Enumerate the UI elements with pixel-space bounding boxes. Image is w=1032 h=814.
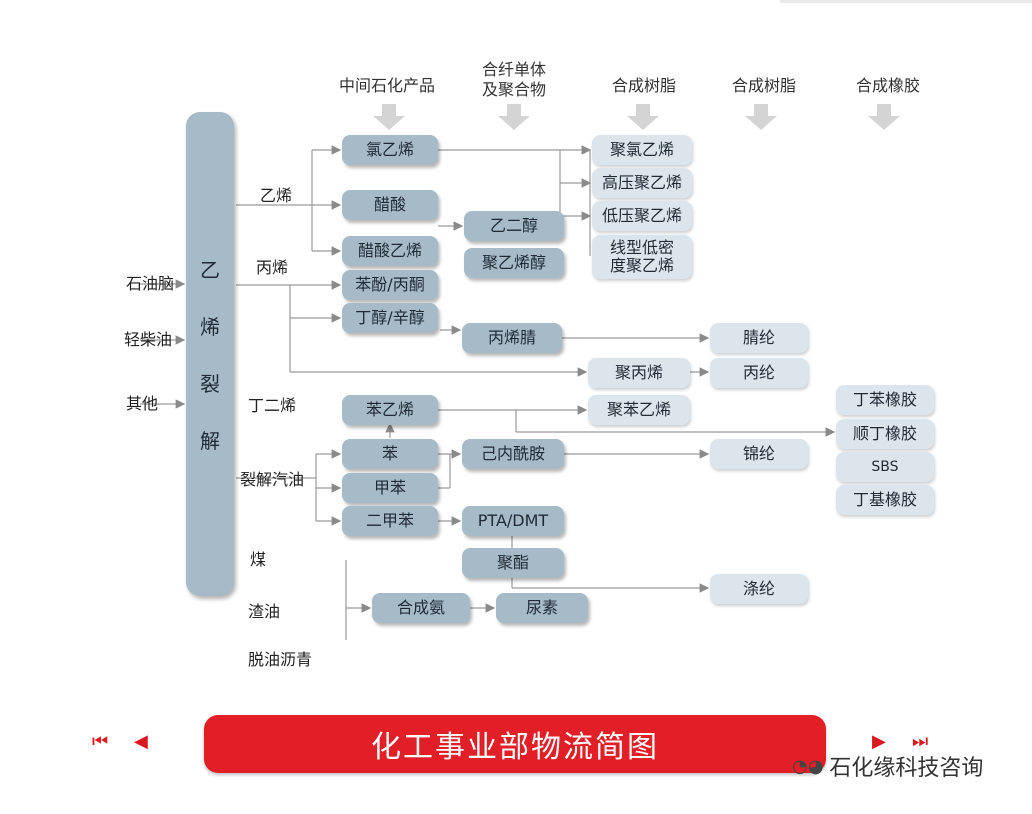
feed-light-diesel: 轻柴油 [124,330,173,349]
stream-coal: 煤 [250,550,267,569]
down-arrow-icon [745,104,777,130]
node-butanol-octanol: 丁醇/辛醇 [342,303,438,333]
column-header-resins-2: 合成树脂 [731,76,796,95]
node-toluene: 甲苯 [342,473,438,503]
feed-other: 其他 [126,394,159,413]
node-nylon: 锦纶 [710,439,808,469]
stream-residue: 渣油 [248,602,281,621]
stream-propylene: 丙烯 [256,258,289,277]
feed-naphtha: 石油脑 [126,274,175,293]
last-page-button[interactable]: ⏭ [912,731,929,752]
top-divider [780,0,1032,3]
node-acrylic-fiber: 腈纶 [710,323,808,353]
node-acrylonitrile: 丙烯腈 [462,323,562,353]
node-xylene: 二甲苯 [342,506,438,536]
node-hdpe: 低压聚乙烯 [592,201,692,231]
node-br: 顺丁橡胶 [836,419,934,449]
node-acetic-acid: 醋酸 [342,190,438,220]
node-sbs: SBS [836,452,934,482]
node-pp-fiber: 丙纶 [710,358,808,388]
node-styrene: 苯乙烯 [342,395,438,425]
column-header-resins: 合成树脂 [611,76,676,95]
node-polyester-fiber: 涤纶 [710,574,808,604]
watermark: ◔◕ 石化缘科技咨询 [792,750,983,782]
page-title-banner: 化工事业部物流简图 [204,715,826,773]
column-header-rubber: 合成橡胶 [855,76,920,95]
column-header-fiber-monomers: 合纤单体 及聚合物 [481,60,546,99]
next-page-button[interactable]: ▶ [872,731,886,752]
node-pvc: 聚氯乙烯 [592,135,692,165]
node-phenol-acetone: 苯酚/丙酮 [342,270,438,300]
node-benzene: 苯 [342,439,438,469]
node-vinyl-chloride: 氯乙烯 [342,135,438,165]
watermark-text: 石化缘科技咨询 [829,756,984,781]
node-caprolactam: 己内酰胺 [462,439,564,469]
stream-asphalt: 脱油沥青 [248,650,313,669]
down-arrow-icon [627,104,659,130]
node-urea: 尿素 [496,593,588,623]
node-polyester: 聚酯 [462,548,564,578]
stream-ethylene: 乙烯 [260,186,293,205]
node-pta-dmt: PTA/DMT [462,506,564,536]
stream-cracked-gasoline: 裂解汽油 [240,470,305,489]
node-syngas: 合成氨 [372,593,470,623]
down-arrow-icon [373,104,405,130]
node-polystyrene: 聚苯乙烯 [588,395,690,425]
down-arrow-icon [868,104,900,130]
node-polypropylene: 聚丙烯 [588,358,690,388]
node-glycol: 乙二醇 [464,211,564,241]
crack-char: 解 [200,429,220,453]
crack-char: 乙 [200,258,220,282]
node-ldpe: 高压聚乙烯 [592,168,692,198]
crack-char: 裂 [200,372,220,396]
down-arrow-icon [498,104,530,130]
node-pva: 聚乙烯醇 [464,248,564,278]
node-lldpe: 线型低密 度聚乙烯 [592,235,692,279]
stream-butadiene: 丁二烯 [248,396,297,415]
first-page-button[interactable]: ⏮ [92,731,109,752]
ethylene-cracking-unit: 乙 烯 裂 解 [186,112,234,596]
column-header-intermediates: 中间石化产品 [338,76,435,95]
crack-char: 烯 [200,315,220,339]
node-vinyl-acetate: 醋酸乙烯 [342,236,438,266]
node-nbr: 丁基橡胶 [836,485,934,515]
prev-page-button[interactable]: ◀ [134,731,148,752]
wechat-icon: ◔◕ [792,755,824,777]
node-sbr: 丁苯橡胶 [836,385,934,415]
